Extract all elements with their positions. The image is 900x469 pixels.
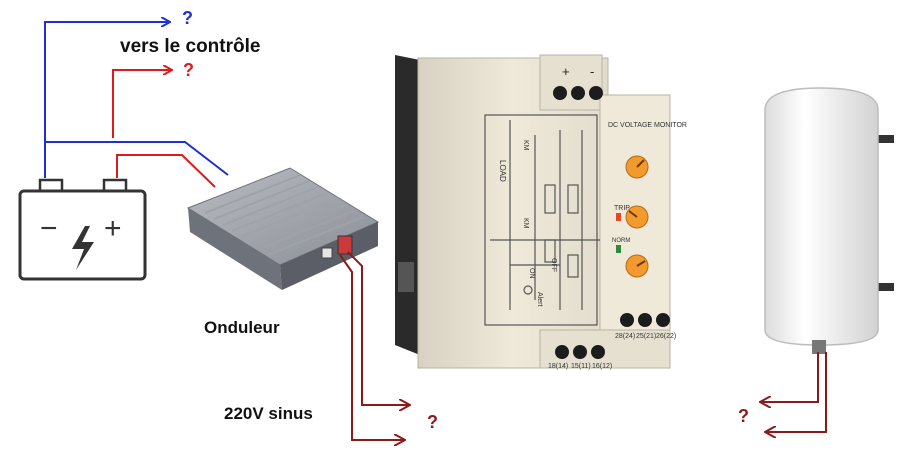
relay-minus-label: - [590, 64, 594, 79]
inverter-device [186, 167, 380, 290]
relay-alert-label: Alert [536, 292, 543, 306]
water-heater [764, 87, 894, 354]
relay-terminal-5: 25(21) [636, 333, 656, 340]
battery-icon [18, 178, 147, 281]
control-label: vers le contrôle [120, 36, 261, 57]
relay-on-label: ON [528, 268, 535, 279]
blue-control-wire [44, 22, 170, 178]
output-question: ? [427, 412, 438, 432]
output-label: 220V sinus [224, 404, 313, 423]
voltage-monitor-relay [395, 54, 671, 369]
relay-off-label: OFF [550, 258, 557, 272]
inverter-label: Onduleur [204, 318, 280, 337]
ac-output-wires [339, 251, 410, 440]
relay-plus-label: + [562, 64, 570, 79]
heater-question: ? [738, 406, 749, 426]
inverter-switch [337, 235, 353, 255]
relay-km-mid-label: KM [522, 218, 529, 229]
control-red-question: ? [183, 60, 194, 80]
red-control-wire [112, 70, 172, 138]
relay-terminal-3: 16(12) [592, 363, 612, 370]
relay-terminal-2: 15(11) [571, 363, 591, 370]
relay-norm-label: NORM [612, 238, 630, 244]
heater-wires [760, 352, 827, 432]
blue-inverter-wire [45, 141, 229, 176]
battery-minus-sign: − [40, 212, 58, 245]
relay-title: DC VOLTAGE MONITOR [608, 122, 687, 129]
relay-terminal-1: 18(14) [548, 363, 568, 370]
relay-km-top-label: KM [522, 140, 529, 151]
lightning-icon [72, 226, 94, 270]
relay-trip-label: TRIP [614, 205, 630, 212]
relay-terminal-6: 26(22) [656, 333, 676, 340]
control-blue-question: ? [182, 8, 193, 28]
relay-terminal-4: 28(24) [615, 333, 635, 340]
red-inverter-wire [116, 154, 216, 188]
battery-plus-sign: + [104, 212, 122, 245]
relay-load-label: LOAD [498, 160, 507, 182]
